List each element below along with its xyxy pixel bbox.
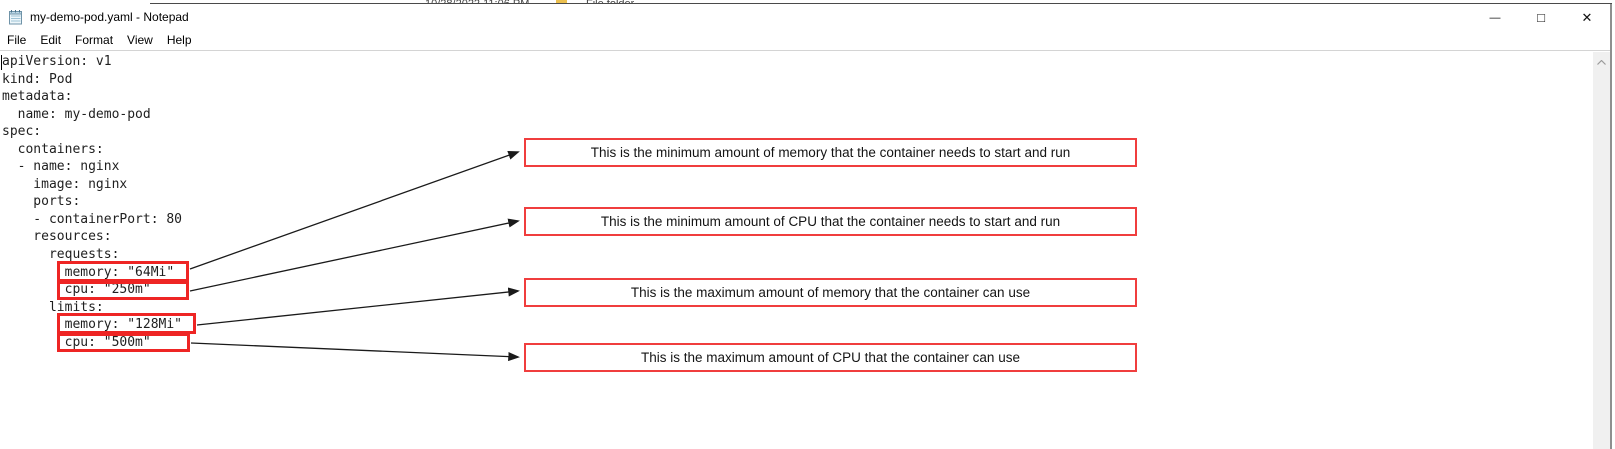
code-line: cpu: "250m" <box>2 282 151 298</box>
vertical-scrollbar[interactable] <box>1593 52 1610 449</box>
folder-icon-fragment <box>556 0 567 3</box>
code-line: resources: <box>2 229 112 245</box>
background-window-sliver: 10/28/2022 11:06 PM File folder <box>0 0 1615 4</box>
code-line: requests: <box>2 247 120 263</box>
code-line: containers: <box>2 141 104 157</box>
close-button[interactable]: ✕ <box>1581 9 1593 25</box>
menu-edit[interactable]: Edit <box>40 33 62 47</box>
menu-bar: File Edit Format View Help <box>0 31 1610 51</box>
background-header-divider <box>150 3 1612 4</box>
maximize-button[interactable]: □ <box>1537 10 1545 25</box>
code-line: metadata: <box>2 89 73 105</box>
code-line: spec: <box>2 124 42 140</box>
code-line: name: my-demo-pod <box>2 106 151 122</box>
background-date-fragment: 10/28/2022 11:06 PM <box>425 0 529 4</box>
menu-format[interactable]: Format <box>75 33 114 47</box>
background-filetype-fragment: File folder <box>586 0 634 4</box>
code-line: memory: "64Mi" <box>2 264 175 280</box>
code-line: cpu: "500m" <box>2 334 151 350</box>
yaml-document: apiVersion: v1 kind: Pod metadata: name:… <box>2 53 182 351</box>
title-bar[interactable]: my-demo-pod.yaml - Notepad — □ ✕ <box>0 4 1610 31</box>
menu-view[interactable]: View <box>127 33 153 47</box>
text-caret <box>1 55 2 70</box>
text-editing-area[interactable]: apiVersion: v1 kind: Pod metadata: name:… <box>0 52 1593 449</box>
minimize-button[interactable]: — <box>1489 11 1501 24</box>
code-line: - containerPort: 80 <box>2 211 183 227</box>
code-line: image: nginx <box>2 176 128 192</box>
menu-help[interactable]: Help <box>166 33 192 47</box>
code-line: kind: Pod <box>2 71 73 87</box>
code-line: limits: <box>2 299 104 315</box>
menu-file[interactable]: File <box>7 33 27 47</box>
scroll-up-icon[interactable] <box>1593 56 1610 68</box>
code-line: apiVersion: v1 <box>2 54 112 69</box>
window-controls: — □ ✕ <box>1472 4 1610 31</box>
notepad-app-icon <box>9 10 22 25</box>
code-line: - name: nginx <box>2 159 120 175</box>
code-line: ports: <box>2 194 81 210</box>
code-line: memory: "128Mi" <box>2 317 183 333</box>
notepad-window: my-demo-pod.yaml - Notepad — □ ✕ File Ed… <box>0 4 1612 449</box>
window-title: my-demo-pod.yaml - Notepad <box>30 10 189 24</box>
